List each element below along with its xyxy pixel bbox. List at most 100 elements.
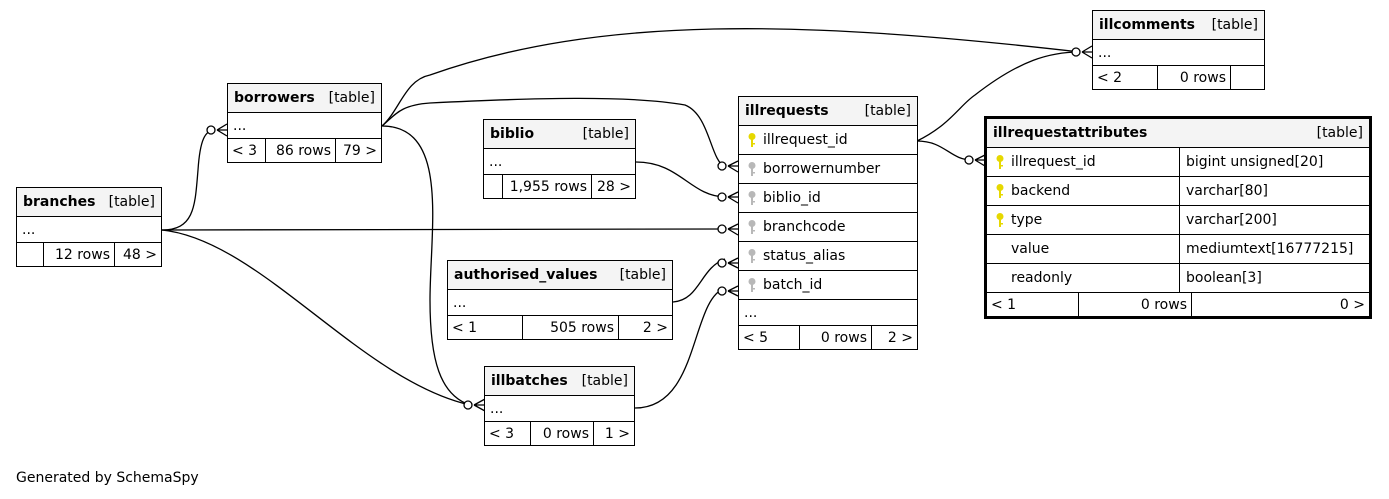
children-count: 1 >	[604, 425, 630, 442]
more-columns: ...	[1093, 40, 1264, 66]
row-count: 12 rows	[44, 243, 115, 266]
edge-branches-illrequests	[161, 228, 726, 231]
edge-borrowers-illrequests	[381, 97, 726, 168]
column-type: varchar[200]	[1186, 212, 1277, 228]
table-header: illbatches [table]	[485, 367, 634, 396]
parents-count: < 2	[1093, 66, 1158, 89]
table-footer: 1,955 rows 28 >	[484, 175, 635, 198]
row-count: 0 rows	[1079, 293, 1192, 316]
column-name: type	[1011, 212, 1043, 228]
column-name: biblio_id	[763, 190, 821, 206]
primary-key-icon	[993, 183, 1007, 199]
table-type-tag: [table]	[1211, 17, 1258, 33]
table-illcomments[interactable]: illcomments [table] ... < 2 0 rows	[1092, 10, 1265, 90]
table-footer: < 2 0 rows	[1093, 66, 1264, 89]
foreign-key-icon	[745, 190, 759, 206]
parents-count	[484, 175, 503, 198]
table-branches[interactable]: branches [table] ... 12 rows 48 >	[16, 187, 162, 267]
table-type-tag: [table]	[581, 373, 628, 389]
edge-borrowers-illcomments	[381, 28, 1081, 127]
more-columns: ...	[228, 113, 381, 139]
edge-biblio-illrequests	[635, 161, 726, 198]
column-row[interactable]: borrowernumber	[739, 155, 917, 184]
table-name: branches	[23, 194, 96, 210]
table-header: borrowers [table]	[228, 84, 381, 113]
column-row[interactable]: type varchar[200]	[987, 206, 1369, 235]
table-name: illcomments	[1099, 17, 1195, 33]
table-footer: < 3 86 rows 79 >	[228, 139, 381, 162]
table-type-tag: [table]	[619, 267, 666, 283]
table-illbatches[interactable]: illbatches [table] ... < 3 0 rows 1 >	[484, 366, 635, 446]
table-borrowers[interactable]: borrowers [table] ... < 3 86 rows 79 >	[227, 83, 382, 163]
column-row[interactable]: illrequest_id bigint unsigned[20]	[987, 148, 1369, 177]
column-name: borrowernumber	[763, 161, 881, 177]
children-count: 28 >	[597, 178, 631, 195]
more-columns: ...	[17, 217, 161, 243]
table-type-tag: [table]	[328, 90, 375, 106]
table-biblio[interactable]: biblio [table] ... 1,955 rows 28 >	[483, 119, 636, 199]
generated-by-credit: Generated by SchemaSpy	[16, 470, 199, 486]
table-name: borrowers	[234, 90, 315, 106]
column-name: branchcode	[763, 219, 846, 235]
more-columns: ...	[739, 300, 917, 326]
table-illrequestattributes[interactable]: illrequestattributes [table] illrequest_…	[984, 116, 1372, 319]
table-header: authorised_values [table]	[448, 261, 672, 290]
column-name: backend	[1011, 183, 1071, 199]
parents-count: < 1	[987, 293, 1079, 316]
table-name: illrequests	[745, 103, 829, 119]
column-type: varchar[80]	[1186, 183, 1268, 199]
table-type-tag: [table]	[108, 194, 155, 210]
column-row[interactable]: batch_id	[739, 271, 917, 300]
foreign-key-icon	[745, 248, 759, 264]
parents-count: < 3	[485, 422, 531, 445]
row-count: 86 rows	[266, 139, 336, 162]
table-footer: < 1 0 rows 0 >	[987, 293, 1369, 316]
foreign-key-icon	[745, 219, 759, 235]
table-header: illrequestattributes [table]	[987, 119, 1369, 148]
table-footer: 12 rows 48 >	[17, 243, 161, 266]
edge-illrequests-attributes	[916, 140, 973, 161]
edge-borrowers-illbatches	[381, 125, 471, 406]
parents-count: < 3	[228, 139, 266, 162]
column-row[interactable]: status_alias	[739, 242, 917, 271]
table-authorised-values[interactable]: authorised_values [table] ... < 1 505 ro…	[447, 260, 673, 340]
children-count: 79 >	[343, 142, 377, 159]
more-columns: ...	[484, 149, 635, 175]
column-row[interactable]: illrequest_id	[739, 126, 917, 155]
column-name: status_alias	[763, 248, 846, 264]
table-header: branches [table]	[17, 188, 161, 217]
foreign-key-icon	[745, 161, 759, 177]
edge-authorised-illrequests	[672, 258, 726, 303]
row-count: 1,955 rows	[503, 175, 592, 198]
row-count: 0 rows	[800, 326, 872, 349]
column-row[interactable]: backend varchar[80]	[987, 177, 1369, 206]
primary-key-icon	[993, 212, 1007, 228]
edge-illbatches-illrequests	[634, 287, 726, 409]
column-row[interactable]: branchcode	[739, 213, 917, 242]
table-footer: < 3 0 rows 1 >	[485, 422, 634, 445]
more-columns: ...	[485, 396, 634, 422]
column-row[interactable]: biblio_id	[739, 184, 917, 213]
table-name: illbatches	[491, 373, 568, 389]
parents-count	[17, 243, 44, 266]
children-count: 0 >	[1339, 296, 1365, 313]
primary-key-icon	[745, 132, 759, 148]
column-name: illrequest_id	[1011, 154, 1096, 170]
children-count: 2 >	[887, 329, 913, 346]
table-name: authorised_values	[454, 267, 598, 283]
row-count: 0 rows	[531, 422, 594, 445]
column-name: illrequest_id	[763, 132, 848, 148]
row-count: 0 rows	[1158, 66, 1231, 89]
table-type-tag: [table]	[1316, 125, 1363, 141]
column-name: batch_id	[763, 277, 823, 293]
table-name: illrequestattributes	[993, 125, 1148, 141]
table-name: biblio	[490, 126, 535, 142]
table-type-tag: [table]	[582, 126, 629, 142]
children-count: 2 >	[642, 319, 668, 336]
table-footer: < 1 505 rows 2 >	[448, 316, 672, 339]
column-type: bigint unsigned[20]	[1186, 154, 1324, 170]
